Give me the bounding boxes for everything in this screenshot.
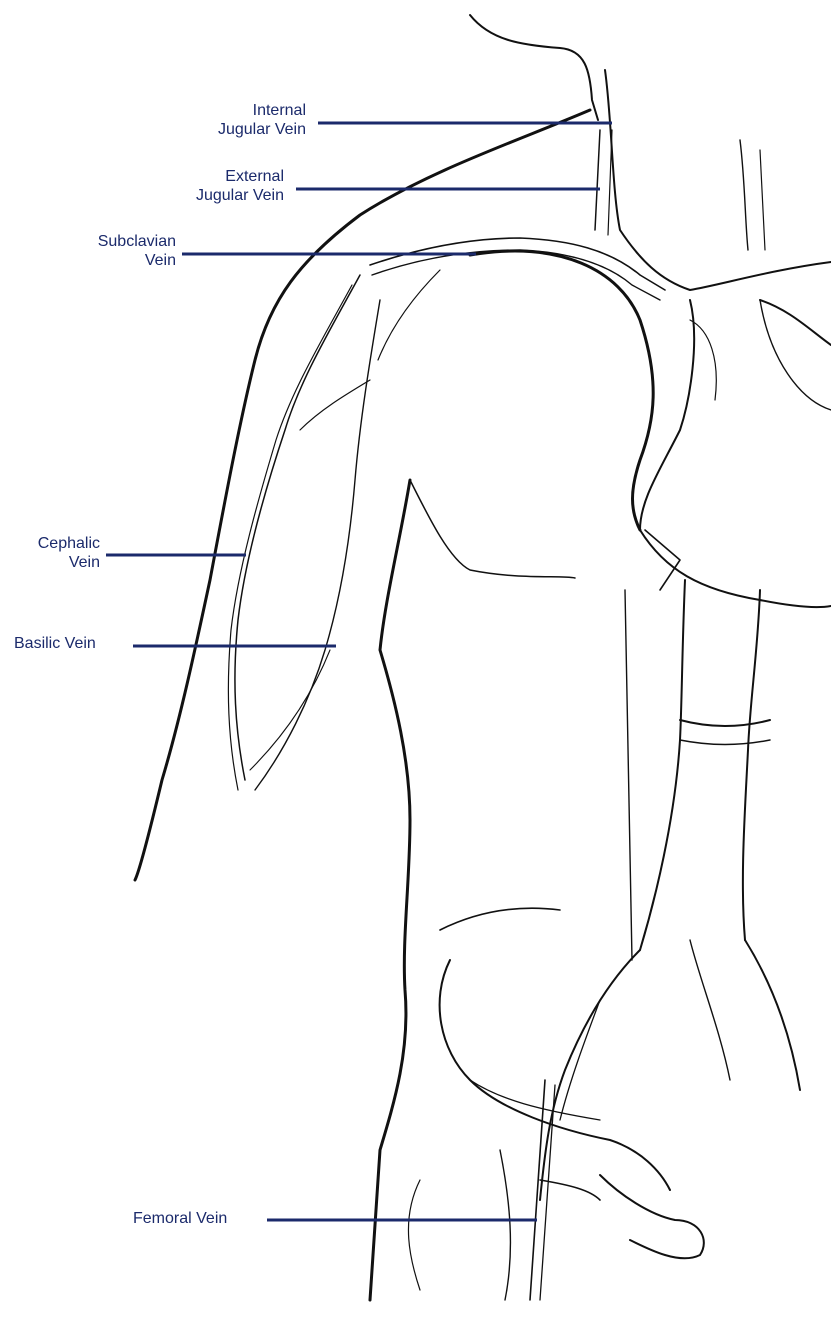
pelvis-outline <box>440 960 670 1190</box>
neck-outline <box>470 15 598 120</box>
iliac-right <box>745 940 800 1090</box>
vena-cava-right <box>743 590 760 940</box>
basilic-vein-label: Basilic Vein <box>14 634 96 653</box>
subclavian-line-2: Vein <box>60 251 176 270</box>
cephalic-line-2: Vein <box>4 553 100 572</box>
subclavian-vein-label: Subclavian Vein <box>60 232 176 270</box>
iliac-left <box>540 950 640 1200</box>
heart-outline <box>640 300 831 607</box>
neck-right <box>605 70 831 290</box>
external-jugular-vein-label: External Jugular Vein <box>168 167 284 205</box>
deltoid <box>470 251 653 530</box>
cephalic-vein-label: Cephalic Vein <box>4 534 100 572</box>
external-jugular-line-1: External <box>168 167 284 186</box>
arm-inner-outline <box>370 480 410 1300</box>
subclavian-vein-upper <box>370 238 665 290</box>
internal-jugular-vein-label: Internal Jugular Vein <box>190 101 306 139</box>
subclavian-vein-lower <box>372 250 660 300</box>
internal-jugular-line-2: Jugular Vein <box>190 120 306 139</box>
external-jugular-line-2: Jugular Vein <box>168 186 284 205</box>
internal-jugular-line-1: Internal <box>190 101 306 120</box>
femoral-vein-label: Femoral Vein <box>133 1209 227 1228</box>
vena-cava-left <box>640 580 685 950</box>
subclavian-line-1: Subclavian <box>60 232 176 251</box>
cephalic-line-1: Cephalic <box>4 534 100 553</box>
hip-joint <box>600 1175 704 1258</box>
basilic-vein <box>255 300 380 790</box>
shoulder-outer <box>135 110 590 880</box>
cephalic-vein <box>235 275 360 780</box>
